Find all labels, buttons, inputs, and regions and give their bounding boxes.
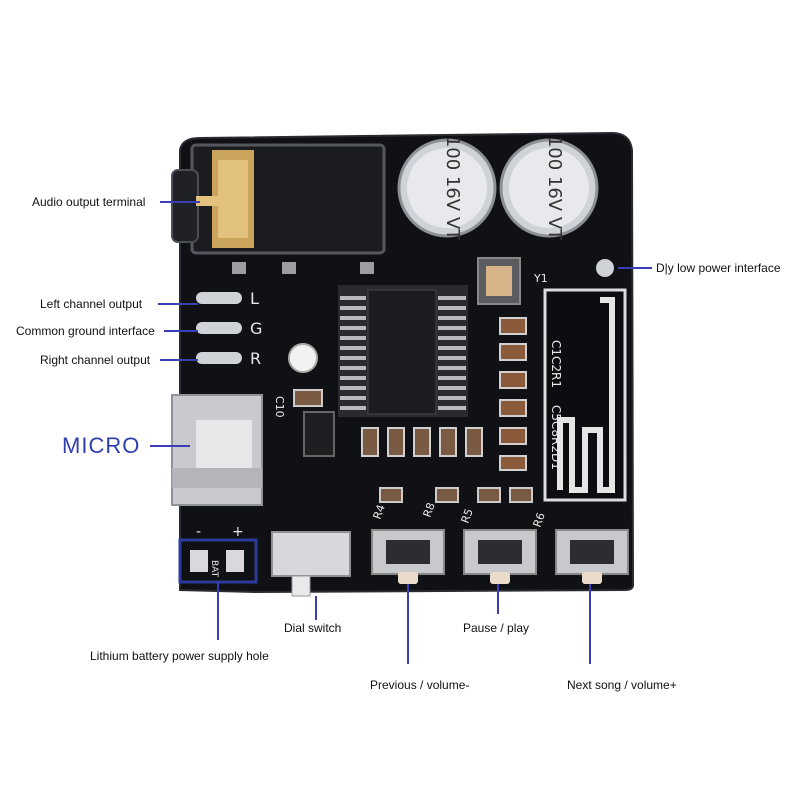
label-pause-play: Pause / play — [463, 621, 530, 635]
audio-jack — [171, 143, 386, 255]
crystal-y1 — [477, 257, 521, 305]
silk-y1: Y1 — [533, 272, 548, 285]
silk-c1c2r1: C1C2R1 — [549, 340, 563, 388]
silk-c5c8r2d1: C5C8R2D1 — [549, 405, 563, 470]
label-diy-low-power-interface: D|y low power interface — [656, 261, 781, 275]
silk-c10: C10 — [273, 396, 286, 418]
solder-pad — [282, 262, 296, 274]
silk-r5: R5 — [459, 507, 476, 525]
capacitor-right: 100 16V VT — [499, 136, 599, 241]
crystal-body — [486, 266, 512, 296]
smd-lower — [379, 487, 533, 503]
micro-usb-port — [171, 394, 263, 506]
capacitor-right-text: 100 16V VT — [544, 136, 565, 241]
button-previous — [371, 529, 445, 584]
diy-power-pad — [596, 259, 614, 277]
pin-l-label: L — [250, 289, 259, 308]
regulator-chip — [303, 411, 335, 457]
label-audio-output-terminal: Audio output terminal — [32, 195, 146, 209]
solder-pad — [232, 262, 246, 274]
smd-column — [499, 317, 527, 471]
bluetooth-antenna — [543, 288, 627, 502]
label-right-channel-output: Right channel output — [40, 353, 151, 367]
label-common-ground-interface: Common ground interface — [16, 324, 155, 338]
capacitor-left-text: 100 16V VT — [442, 136, 463, 241]
silk-r4: R4 — [371, 503, 388, 521]
label-previous-volume-minus: Previous / volume- — [370, 678, 470, 692]
lgr-pins: L G R — [196, 289, 262, 368]
label-left-channel-output: Left channel output — [40, 297, 143, 311]
mounting-hole — [288, 343, 318, 373]
label-next-song-volume-plus: Next song / volume+ — [567, 678, 677, 692]
label-dial-switch: Dial switch — [284, 621, 342, 635]
silk-minus: - — [196, 524, 201, 540]
leader-lines — [150, 201, 652, 664]
smd-row — [361, 427, 483, 457]
silk-r8: R8 — [421, 501, 438, 519]
main-ic — [338, 285, 468, 417]
antenna-trace — [557, 297, 615, 493]
silk-plus: + — [232, 524, 244, 540]
dial-switch — [271, 531, 351, 597]
pin-r-label: R — [250, 349, 261, 368]
button-next — [555, 529, 629, 584]
solder-pad — [360, 262, 374, 274]
silk-bat: BAT — [209, 560, 219, 578]
button-pause — [463, 529, 537, 584]
capacitor-left: 100 16V VT — [397, 136, 497, 241]
label-lithium-battery: Lithium battery power supply hole — [90, 649, 269, 663]
battery-pad-minus — [190, 550, 208, 572]
battery-pad-plus — [226, 550, 244, 572]
silk-r6: R6 — [531, 511, 548, 529]
label-micro: MICRO — [62, 433, 141, 458]
pin-g-label: G — [250, 319, 262, 338]
smd-component — [293, 389, 323, 407]
